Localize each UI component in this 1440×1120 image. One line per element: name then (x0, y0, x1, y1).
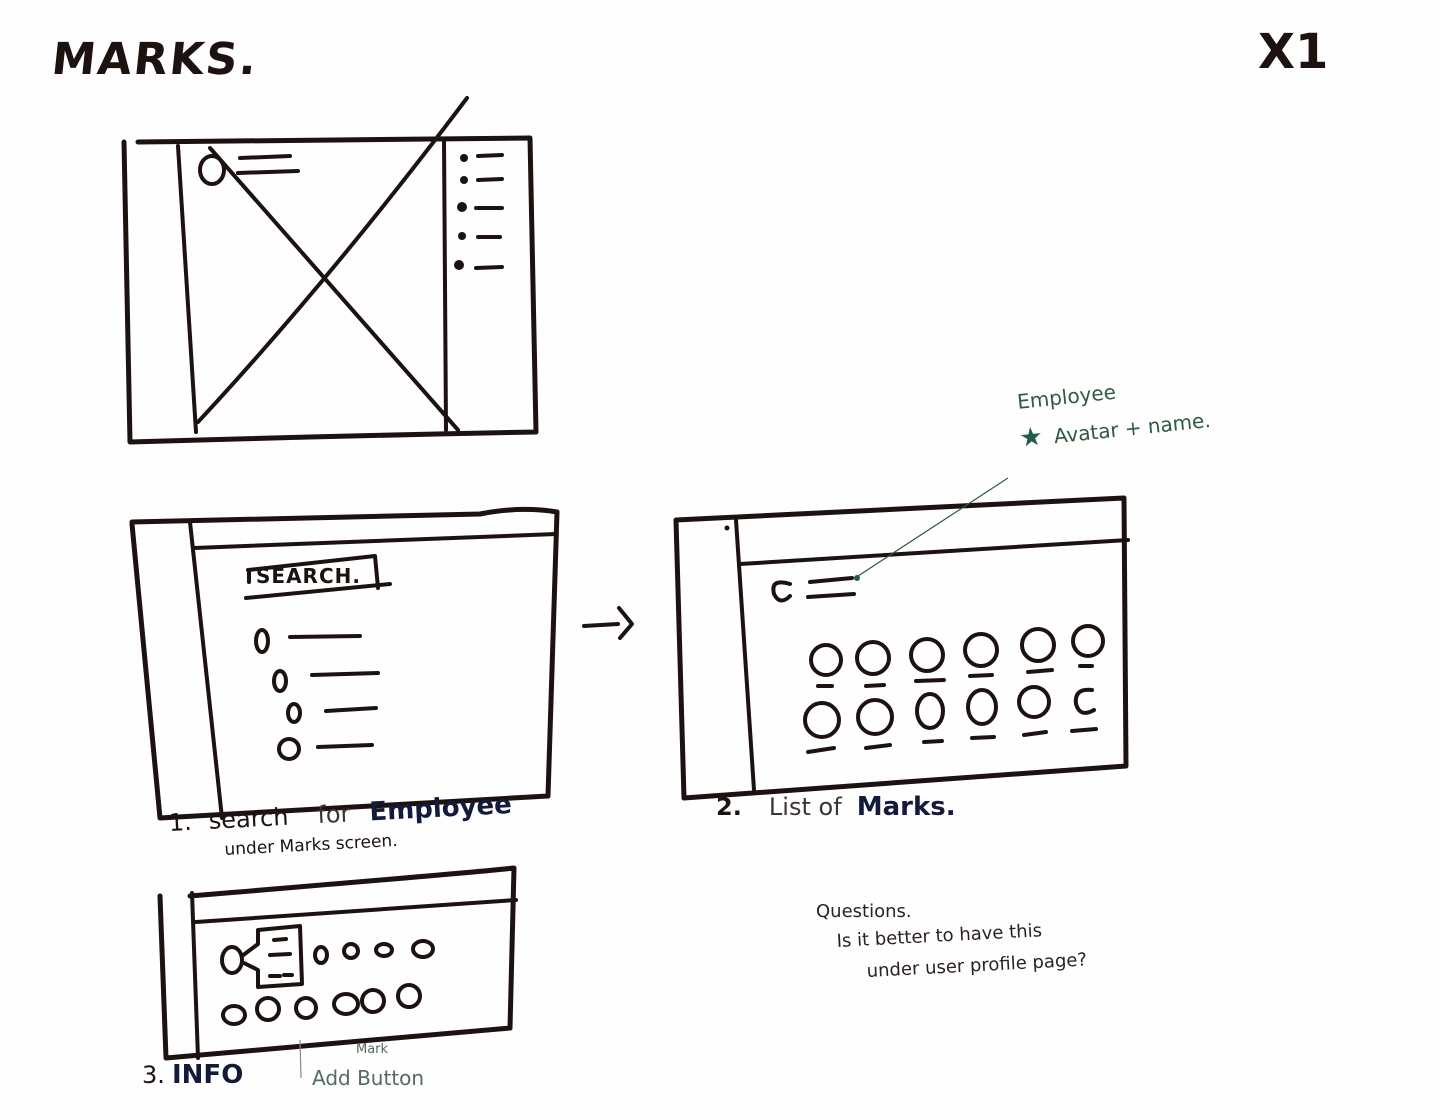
caption-1-word: for (316, 799, 352, 830)
caption-3: 3. INFO (142, 1060, 243, 1090)
flow-arrow-icon (582, 606, 634, 640)
questions-heading: Questions. (816, 901, 912, 922)
header-avatar-icon (771, 580, 792, 603)
search-box-outline (246, 554, 380, 590)
add-button-note-line2: Add Button (312, 1066, 425, 1090)
caption-3-number: 3. (142, 1061, 165, 1089)
add-button-note-line1: Mark (356, 1042, 389, 1057)
info-popover (240, 924, 304, 989)
caption-2: 2. List of Marks. (716, 792, 956, 822)
caption-2-word: List of (768, 793, 842, 821)
caption-2-emphasis: Marks. (856, 792, 956, 822)
cross-out-stroke (208, 146, 460, 432)
caption-2-number: 2. (716, 793, 742, 821)
wireframe-search (129, 506, 560, 821)
wireframe-info (157, 865, 518, 1079)
wireframe-crossed-out (121, 96, 539, 445)
page-id: X1 (1258, 24, 1329, 80)
sheet-title: MARKS. (49, 34, 261, 85)
marks-grid (803, 624, 1105, 754)
caption-1-number: 1. (168, 807, 193, 837)
wireframe-marks-list (673, 477, 1130, 801)
star-icon: ★ (1018, 421, 1045, 454)
cross-out-stroke (196, 96, 469, 424)
avatar-placeholder-icon (198, 154, 226, 186)
search-box-label: SEARCH. (256, 564, 361, 588)
caption-3-emphasis: INFO (172, 1060, 244, 1090)
caption-1-word: search (207, 802, 290, 835)
bullet-list (454, 153, 504, 270)
